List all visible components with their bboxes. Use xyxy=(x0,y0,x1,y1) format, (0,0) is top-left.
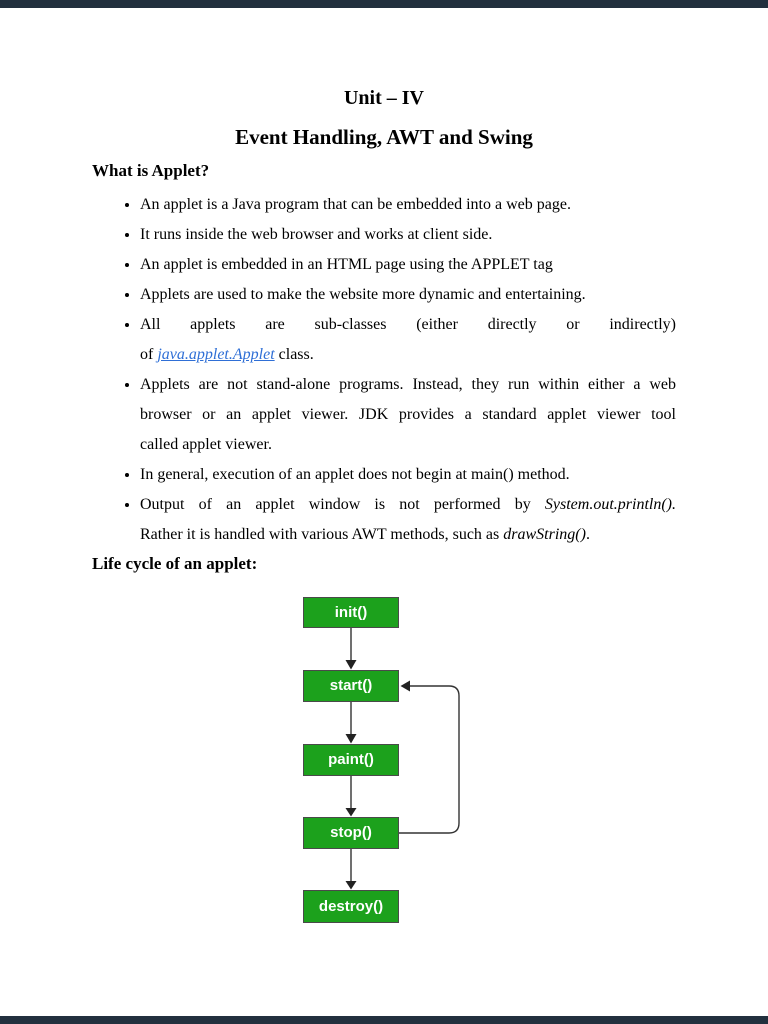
doc-subtitle: Event Handling, AWT and Swing xyxy=(235,125,533,149)
bullet-text: Applets are not stand-alone programs. In… xyxy=(140,376,676,393)
bullet-text: called applet viewer. xyxy=(140,436,272,453)
bullet-text: Applets are used to make the website mor… xyxy=(140,286,586,303)
bullet-text: An applet is embedded in an HTML page us… xyxy=(140,256,553,273)
list-item: All applets are sub-classes (either dire… xyxy=(140,310,676,370)
bullet-text-line: Output of an applet window is not perfor… xyxy=(140,490,676,520)
bullet-text: of xyxy=(140,346,158,363)
bullet-text: Rather it is handled with various AWT me… xyxy=(140,526,504,543)
list-item: Applets are not stand-alone programs. In… xyxy=(140,370,676,460)
list-item: An applet is embedded in an HTML page us… xyxy=(140,250,676,280)
code-italic-text: drawString() xyxy=(503,526,586,543)
node-destroy: destroy() xyxy=(303,890,399,923)
doc-title: Unit – IV xyxy=(343,87,424,109)
viewer-top-bar xyxy=(0,0,768,8)
node-stop: stop() xyxy=(303,817,399,849)
section-heading-what-is-applet: What is Applet? xyxy=(92,161,210,180)
bullet-text: It runs inside the web browser and works… xyxy=(140,226,493,243)
section-heading-lifecycle: Life cycle of an applet: xyxy=(92,554,258,573)
bullet-text: browser or an applet viewer. JDK provide… xyxy=(140,406,676,423)
java-applet-applet-link[interactable]: java.applet.Applet xyxy=(157,346,275,363)
node-init: init() xyxy=(303,597,399,628)
list-item: Applets are used to make the website mor… xyxy=(140,280,676,310)
list-item: It runs inside the web browser and works… xyxy=(140,220,676,250)
code-italic-text: System.out.println(). xyxy=(544,496,676,513)
bullet-text: An applet is a Java program that can be … xyxy=(140,196,571,213)
node-start: start() xyxy=(303,670,399,702)
applet-bullet-list: An applet is a Java program that can be … xyxy=(92,190,676,550)
bullet-text: All applets are sub-classes (either dire… xyxy=(140,316,676,333)
list-item: In general, execution of an applet does … xyxy=(140,460,676,490)
bullet-text-line: Rather it is handled with various AWT me… xyxy=(140,520,676,550)
bullet-text: In general, execution of an applet does … xyxy=(140,466,570,483)
list-item: Output of an applet window is not perfor… xyxy=(140,490,676,550)
node-paint: paint() xyxy=(303,744,399,776)
bullet-text-line: of java.applet.Applet class. xyxy=(140,340,676,370)
bullet-text: . xyxy=(585,526,590,543)
bullet-text: Output of an applet window is not perfor… xyxy=(140,496,545,513)
bullet-text: class. xyxy=(274,346,314,363)
viewer-bottom-bar xyxy=(0,1016,768,1024)
list-item: An applet is a Java program that can be … xyxy=(140,190,676,220)
